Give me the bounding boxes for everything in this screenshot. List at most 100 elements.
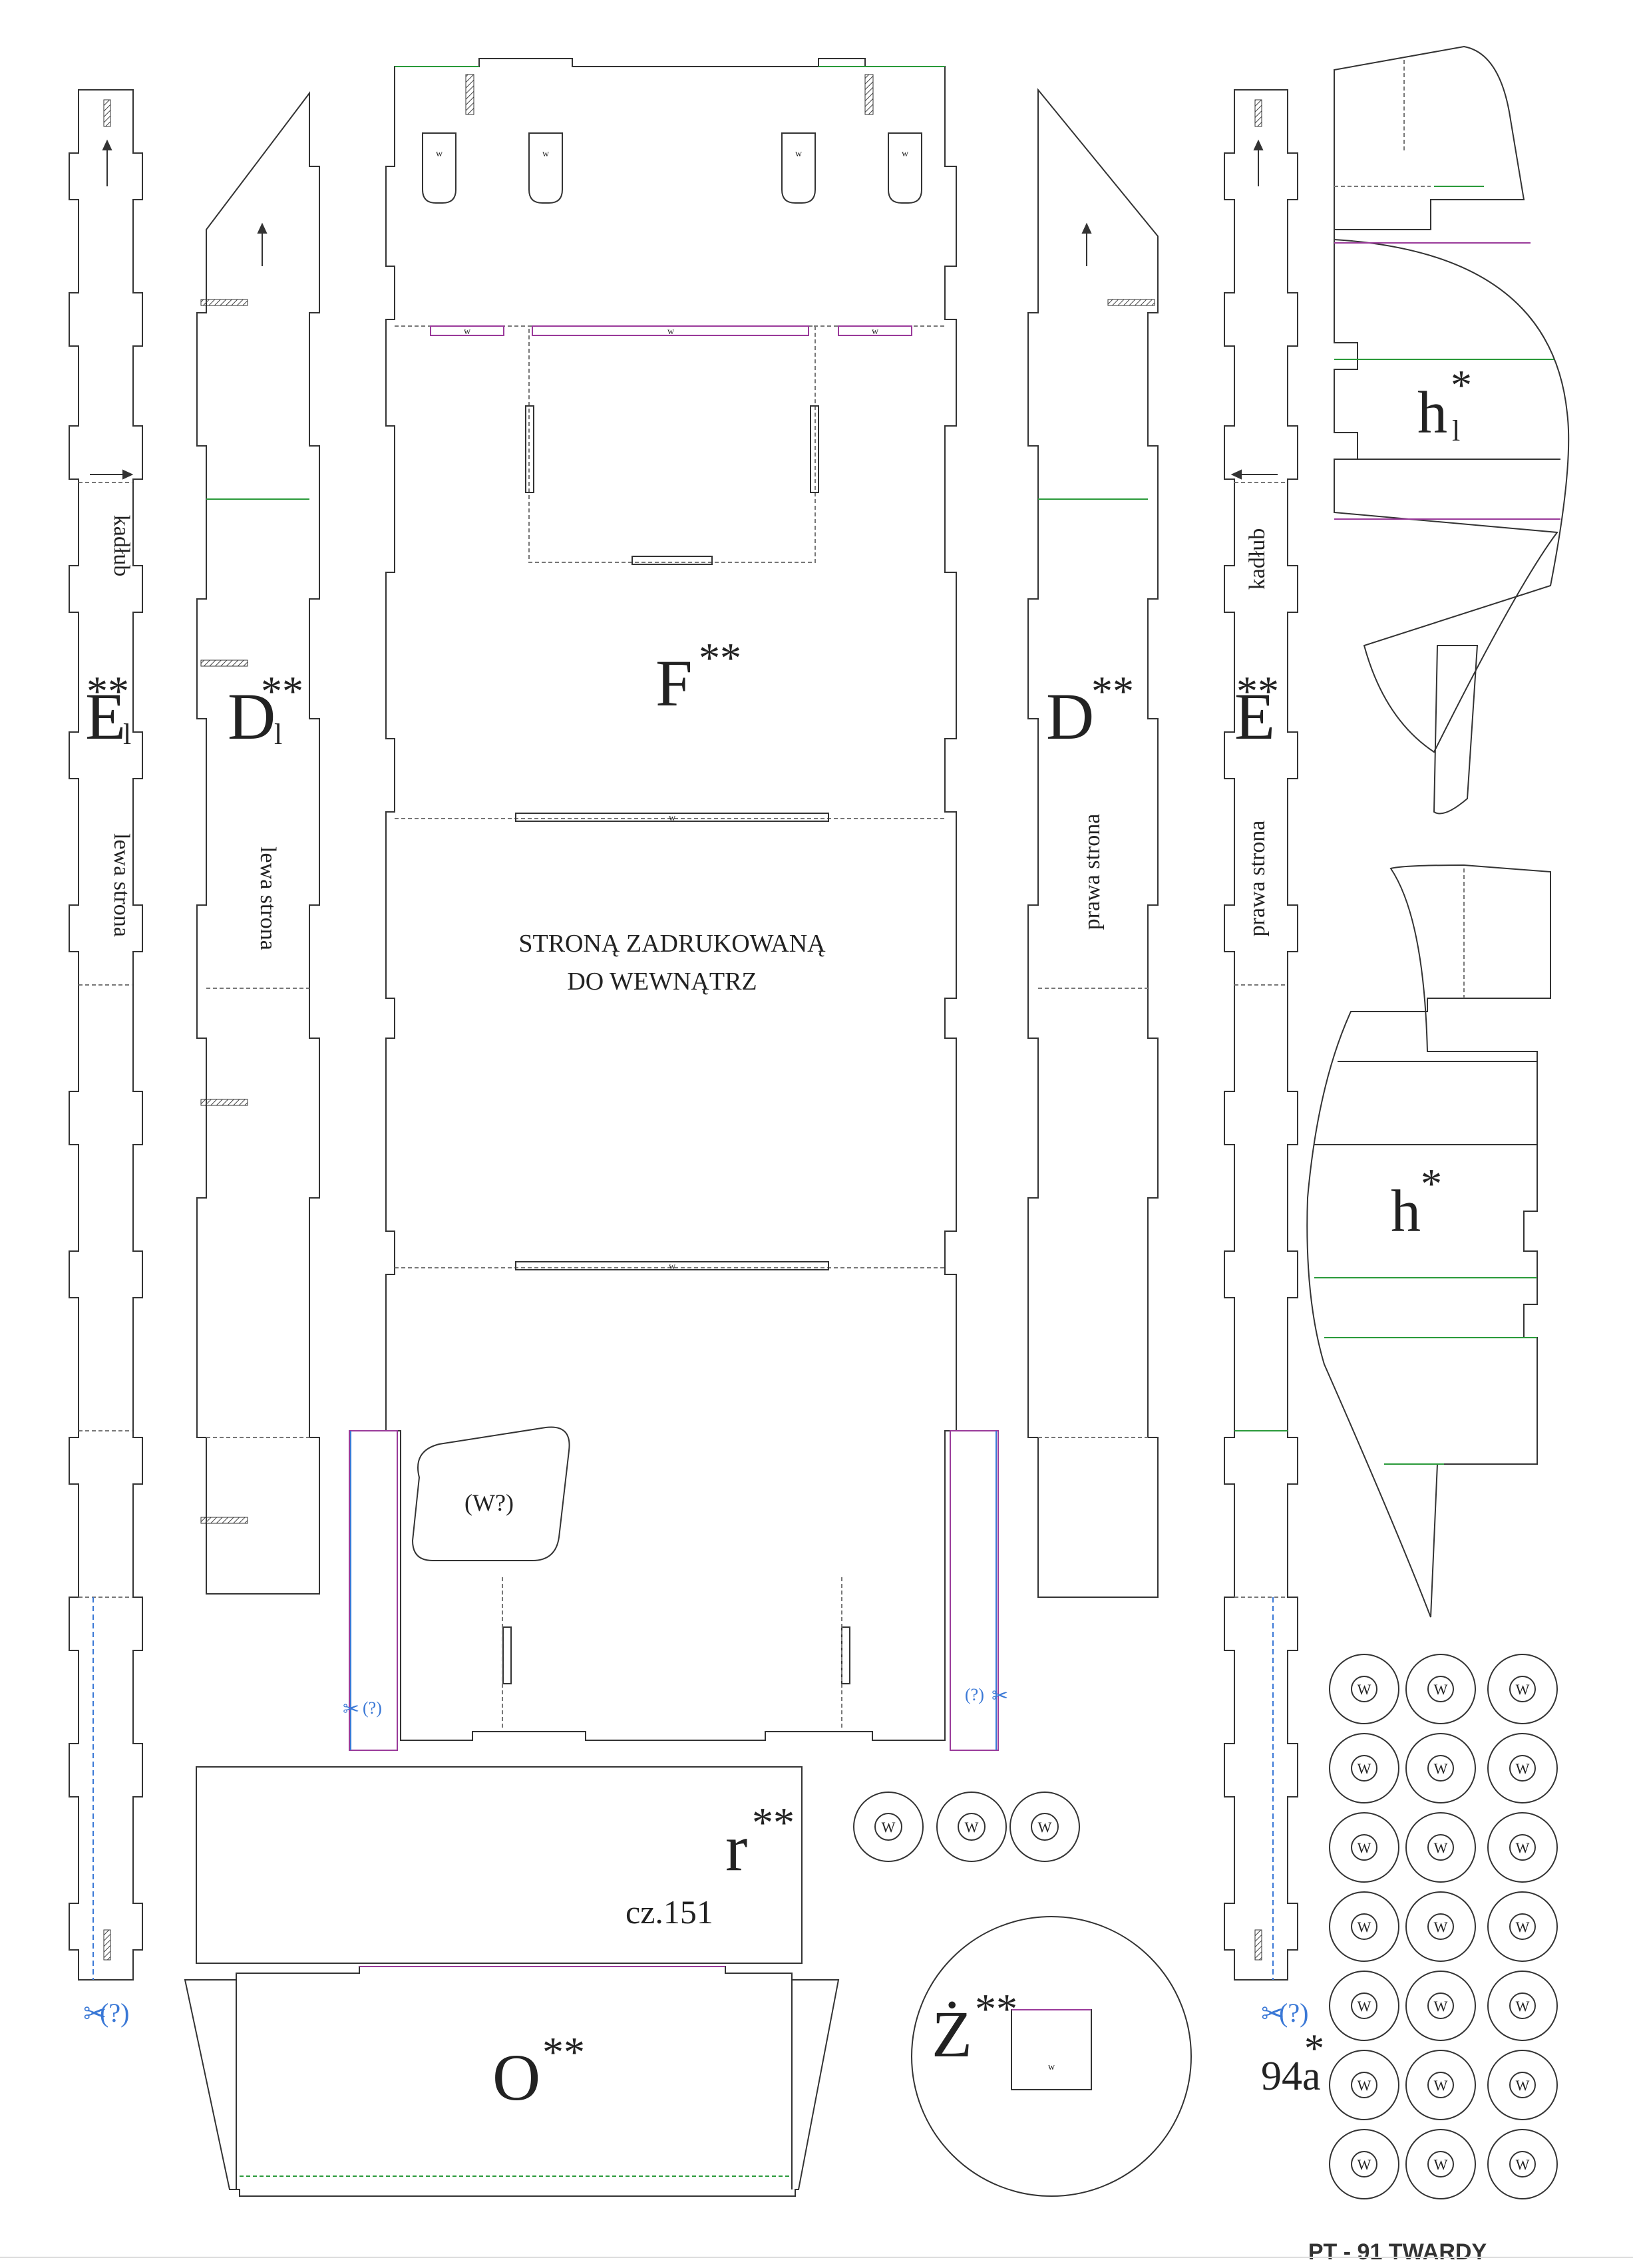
part-h1-letter: h [1417, 380, 1447, 446]
washer-hole [1351, 1913, 1377, 1940]
part-e-top-text: kadłub [1245, 528, 1270, 590]
washer-hole [1509, 1676, 1536, 1702]
washer-hole [1351, 1992, 1377, 2019]
washer-hole [1427, 2072, 1454, 2098]
glue-tab-hatch [1254, 99, 1262, 127]
cut-mark-right-bottom: (?) [1279, 1998, 1308, 2028]
part-f-window [411, 1426, 570, 1561]
part-f-slots [349, 132, 999, 1751]
glue-tab-hatch [864, 74, 874, 115]
w-circle-mark: W [1516, 2077, 1530, 2094]
glue-tab-hatch [1107, 299, 1155, 306]
part-o-shape [184, 1966, 840, 2197]
w-circle-mark: W [1358, 2077, 1371, 2094]
w-circle-mark: W [1434, 2077, 1448, 2094]
washer-circle [1329, 1812, 1399, 1883]
glue-tab-hatch [200, 660, 248, 667]
washer-circle [1405, 1971, 1476, 2041]
part-e1-side-text: lewa strona [109, 833, 134, 937]
washer-circle [1405, 1891, 1476, 1962]
w-circle-mark: W [1516, 1998, 1530, 2014]
part-z-stars: ** [975, 1985, 1017, 2032]
w-circle-mark: W [882, 1819, 896, 1835]
w-mark: w [542, 149, 550, 159]
washer-hole [1351, 1676, 1377, 1702]
washer-hole [1509, 2072, 1536, 2098]
scissors-icon: ✂ [992, 1685, 1008, 1707]
washer-hole [1351, 1834, 1377, 1861]
w-circle-mark: W [965, 1819, 979, 1835]
part-f-window-label: (W?) [464, 1489, 514, 1516]
w-mark: w [464, 327, 471, 337]
part-d-stars: ** [1091, 667, 1134, 715]
w-circle-mark: W [1358, 1998, 1371, 2014]
washer-hole [1351, 2151, 1377, 2177]
sheet-title: PT - 91 TWARDY [1308, 2239, 1487, 2265]
w-circle-mark: W [1516, 1681, 1530, 1698]
w-mark: w [436, 149, 443, 159]
w-mark: w [902, 149, 909, 159]
part-e-letter: E [1234, 679, 1275, 753]
part-r-panel [196, 1766, 803, 1964]
washer-grid-94a [1329, 1654, 1558, 2199]
part-f-stars: ** [699, 634, 741, 681]
washer-circle [1487, 1733, 1558, 1803]
glue-tab-hatch [200, 1517, 248, 1524]
glue-tab-hatch [103, 99, 111, 127]
arrow-up-icon [102, 139, 112, 186]
washer-circle [1329, 1971, 1399, 2041]
washer-circle [1487, 2129, 1558, 2199]
w-mark: w [872, 327, 879, 337]
washer-circle [1405, 2050, 1476, 2120]
w-circle-mark: W [1516, 1919, 1530, 1935]
arrow-right-icon [90, 469, 134, 480]
washer-circle [1405, 1812, 1476, 1883]
w-mark: w [1048, 2062, 1055, 2072]
w-circle-mark: W [1516, 2156, 1530, 2173]
washer-circle [1329, 1654, 1399, 1724]
part-e-strip [1224, 89, 1298, 1981]
part-d1-subscript: l [274, 718, 282, 751]
part-h-stars: * [1421, 1160, 1442, 1207]
arrow-up-icon [1253, 139, 1264, 186]
cut-mark-right: (?) [965, 1685, 984, 1704]
washer-hole [1509, 1913, 1536, 1940]
w-circle-mark: W [1358, 1760, 1371, 1777]
part-f-body [385, 58, 957, 1741]
w-circle-mark: W [1434, 1760, 1448, 1777]
w-mark: w [667, 327, 675, 337]
part-f-letter: F [655, 646, 693, 720]
arrow-up-icon [257, 222, 268, 266]
part-h1-stars: * [1451, 361, 1472, 409]
part-h1-subscript: l [1452, 415, 1460, 447]
part-z-disc [911, 1916, 1192, 2197]
part-d-letter: D [1046, 679, 1094, 753]
scissors-icon: ✂ [83, 1999, 106, 2030]
part-f-instruction-line1: STRONĄ ZADRUKOWANĄ [518, 930, 826, 958]
w-circle-mark: W [1358, 1919, 1371, 1935]
w-circle-mark: W [1434, 2156, 1448, 2173]
washer-hole [1509, 1755, 1536, 1782]
part-o-stars: ** [542, 2028, 585, 2076]
washer-circle [1487, 2050, 1558, 2120]
part-d1-letter: D [228, 679, 275, 753]
part-r-note: cz.151 [626, 1893, 713, 1931]
part-d-strip [1027, 88, 1159, 1598]
washer-circle [1405, 1733, 1476, 1803]
washer-circle [1329, 2050, 1399, 2120]
part-z-letter: Ż [932, 1997, 972, 2071]
w-circle-mark: W [1358, 1681, 1371, 1698]
part-94a-number: 94a [1261, 2054, 1321, 2099]
scissors-icon: ✂ [1261, 1999, 1284, 2030]
washer-circle [1329, 1733, 1399, 1803]
washer-circle [1487, 1891, 1558, 1962]
w-mark: w [795, 149, 803, 159]
w-circle-mark: W [1434, 1998, 1448, 2014]
scissors-icon: ✂ [343, 1698, 359, 1720]
glue-tab-hatch [1254, 1929, 1262, 1961]
part-o-letter: O [492, 2040, 540, 2114]
part-h-letter: h [1391, 1179, 1421, 1244]
part-e-stars: ** [1236, 667, 1279, 715]
washer-hole [1427, 2151, 1454, 2177]
